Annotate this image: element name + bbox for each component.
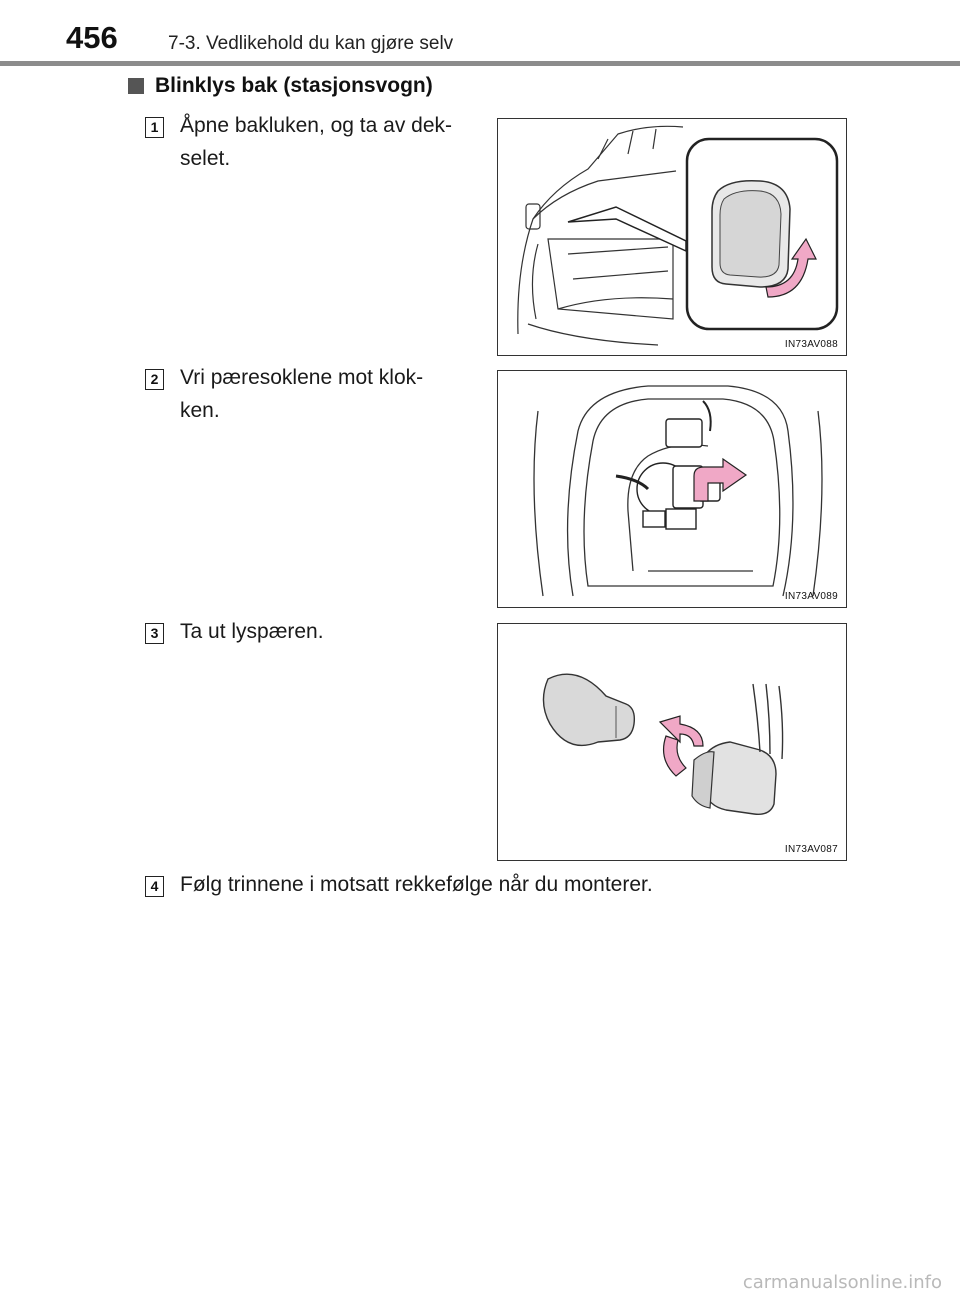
bulb-socket-rotate-icon [533,385,823,597]
watermark: carmanualsonline.info [742,1272,942,1293]
square-bullet-icon [128,78,144,94]
section-heading: Blinklys bak (stasjonsvogn) [128,74,433,98]
step-4-text: Følg trinnene i motsatt rekkefølge når d… [180,873,653,896]
figure-3: IN73AV087 [497,623,847,861]
step-1-line-1: Åpne bakluken, og ta av dek- [180,114,453,137]
step-number-1: 1 [145,117,164,138]
step-1-line-2: selet. [180,147,231,170]
bulb-removal-icon [542,673,784,815]
step-2-text: Vri pæresoklene mot klok- ken. [180,361,464,427]
step-number-4: 4 [145,876,164,897]
figure-3-code: IN73AV087 [784,844,838,855]
chapter-title: 7-3. Vedlikehold du kan gjøre selv [168,33,454,54]
figure-1: IN73AV088 [497,118,847,356]
step-3-text: Ta ut lyspæren. [180,620,324,643]
step-number-3: 3 [145,623,164,644]
step-2-line-1: Vri pæresoklene mot klok- [180,366,424,389]
page-number: 456 [66,20,118,55]
step-1-text: Åpne bakluken, og ta av dek- selet. [180,109,464,175]
figure-2: IN73AV089 [497,370,847,608]
figure-2-code: IN73AV089 [784,591,838,602]
header-rule [0,61,960,66]
rear-hatch-cover-icon [517,125,839,346]
step-number-2: 2 [145,369,164,390]
section-title: Blinklys bak (stasjonsvogn) [155,74,433,97]
page-header: 456 7-3. Vedlikehold du kan gjøre selv [0,0,960,66]
step-2-line-2: ken. [180,399,220,422]
figure-1-code: IN73AV088 [784,339,838,350]
